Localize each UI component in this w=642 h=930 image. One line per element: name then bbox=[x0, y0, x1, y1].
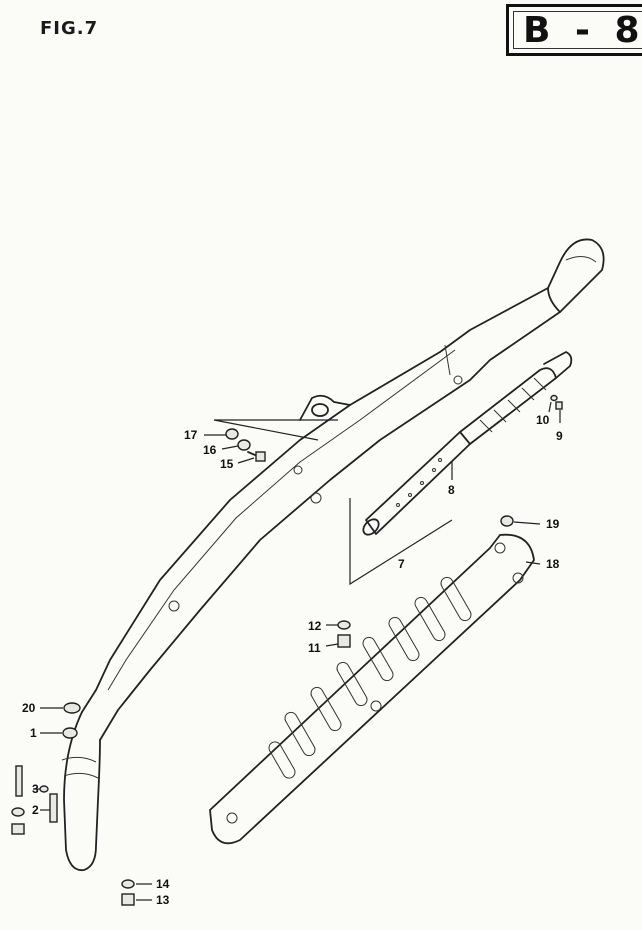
callout-18: 18 bbox=[546, 557, 560, 571]
heat-shield-slot bbox=[310, 686, 342, 732]
baffle-spiral bbox=[459, 367, 557, 445]
leader-lines bbox=[33, 401, 561, 901]
callout-11: 11 bbox=[308, 641, 321, 655]
hardware bbox=[11, 394, 563, 906]
callout-3: 3 bbox=[32, 782, 39, 796]
baffle-perforation bbox=[438, 458, 442, 462]
figure-label: FIG.7 bbox=[40, 18, 99, 39]
callout-1: 1 bbox=[30, 726, 37, 740]
leader-16 bbox=[221, 445, 239, 450]
screw-9 bbox=[555, 401, 563, 410]
leader-18 bbox=[525, 561, 541, 565]
body-hole bbox=[168, 600, 180, 612]
callout-8: 8 bbox=[448, 483, 455, 497]
callout-15: 15 bbox=[220, 457, 234, 471]
ring-1 bbox=[62, 727, 78, 739]
callout-14: 14 bbox=[156, 877, 170, 891]
heat-shield bbox=[209, 533, 535, 845]
body-hole bbox=[453, 375, 463, 385]
baffle-end-cap bbox=[543, 351, 573, 379]
leader-17-fan bbox=[213, 419, 338, 441]
callout-17: 17 bbox=[184, 428, 198, 442]
heat-shield-slot bbox=[440, 576, 472, 622]
baffle-tube-end bbox=[362, 518, 380, 536]
callout-12: 12 bbox=[308, 619, 322, 633]
muffler-lower-edge bbox=[99, 311, 561, 741]
leader-19 bbox=[513, 521, 541, 525]
bolt-13 bbox=[121, 893, 135, 906]
heat-shield-hole bbox=[512, 572, 524, 584]
washer-17 bbox=[225, 428, 239, 440]
inner-baffle bbox=[349, 351, 573, 586]
stud bbox=[15, 765, 23, 797]
heat-shield-slot bbox=[388, 616, 420, 662]
callout-7: 7 bbox=[398, 557, 405, 571]
callout-2: 2 bbox=[32, 803, 39, 817]
washer-3 bbox=[39, 785, 49, 793]
leader-bracket-7 bbox=[349, 498, 453, 586]
bolt-11 bbox=[337, 634, 351, 648]
callout-labels: 17 16 15 10 9 8 7 12 11 19 18 20 1 3 2 1… bbox=[22, 413, 563, 907]
leader-15 bbox=[237, 457, 255, 464]
washer-16 bbox=[237, 439, 251, 451]
baffle-perforation bbox=[408, 493, 412, 497]
washer-14 bbox=[121, 879, 135, 889]
muffler-seam bbox=[444, 344, 451, 376]
pipe-flange bbox=[63, 772, 99, 779]
heat-shield-hole bbox=[226, 812, 238, 824]
heat-shield-hole bbox=[370, 700, 382, 712]
heat-shield-hole bbox=[494, 542, 506, 554]
callout-19: 19 bbox=[546, 517, 560, 531]
baffle-perforation bbox=[396, 503, 400, 507]
washer-10 bbox=[550, 394, 558, 402]
exhaust-head-pipe bbox=[63, 711, 101, 872]
heat-shield-slot bbox=[336, 661, 368, 707]
mount-bracket bbox=[299, 394, 351, 421]
nut bbox=[11, 823, 25, 835]
muffler-upper-edge bbox=[81, 287, 549, 713]
gasket-20 bbox=[63, 702, 81, 714]
washer bbox=[11, 807, 25, 817]
callout-10: 10 bbox=[536, 413, 550, 427]
heat-shield-plate bbox=[209, 533, 535, 845]
bolt-2 bbox=[49, 793, 58, 823]
baffle-perforation bbox=[420, 481, 424, 485]
baffle-perforation bbox=[432, 468, 436, 472]
callout-13: 13 bbox=[156, 893, 170, 907]
muffler-center-rib bbox=[107, 349, 456, 691]
bolt-15-head bbox=[255, 451, 266, 462]
callout-9: 9 bbox=[556, 429, 563, 443]
body-hole bbox=[293, 465, 303, 475]
heat-shield-slot bbox=[414, 596, 446, 642]
washer-12 bbox=[337, 620, 351, 630]
callout-20: 20 bbox=[22, 701, 36, 715]
tail-cone-ring bbox=[565, 256, 597, 263]
mount-bracket-hole bbox=[311, 403, 329, 417]
callout-16: 16 bbox=[203, 443, 217, 457]
heat-shield-slot bbox=[362, 636, 394, 682]
baffle-spiral-coils bbox=[479, 377, 547, 433]
heat-shield-slot bbox=[268, 741, 296, 779]
heat-shield-slot bbox=[284, 711, 316, 757]
leader-10 bbox=[548, 401, 552, 413]
muffler-tail-cone bbox=[547, 238, 605, 313]
section-code-box: B - 8 bbox=[506, 4, 642, 56]
grommet-19 bbox=[500, 515, 514, 527]
leader-11 bbox=[325, 643, 339, 647]
pipe-flange bbox=[61, 756, 97, 763]
muffler-assembly bbox=[61, 238, 605, 872]
body-hole bbox=[310, 492, 322, 504]
